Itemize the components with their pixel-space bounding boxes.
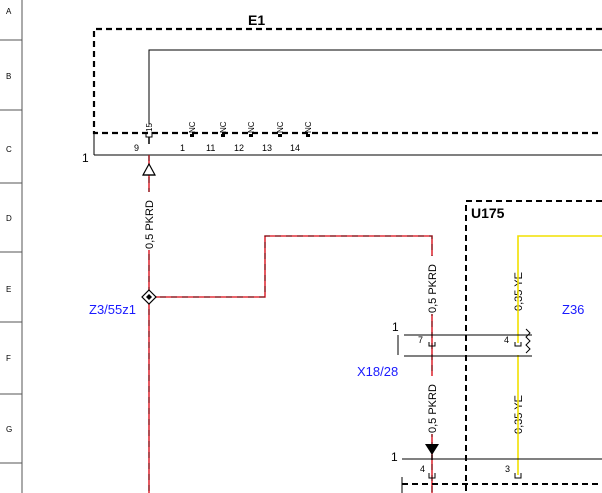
e1-term-nc: NC: [188, 121, 197, 133]
wire-label-pkrd: 0,5 PKRD: [427, 384, 439, 433]
splice-z3-55z1[interactable]: Z3/55z1: [89, 289, 157, 317]
row-label-b: B: [6, 72, 11, 81]
e1-pin-9[interactable]: 15 9: [134, 123, 154, 153]
bottom-connector[interactable]: 1 4 3: [391, 450, 602, 493]
e1-term-nc: NC: [247, 121, 256, 133]
connector-triangle-icon: [141, 162, 157, 176]
e1-connector-side: 1: [82, 151, 89, 165]
e1-connector[interactable]: 1 15 9 NC 1 NC 11 NC 12 NC 13 N: [82, 121, 602, 165]
e1-term-nc: NC: [219, 121, 228, 133]
bottom-pin-left: 4: [420, 464, 425, 474]
wire-label-pkrd: 0,5 PKRD: [144, 200, 156, 249]
e1-pin-14[interactable]: NC 14: [290, 121, 313, 153]
x18-label: X18/28: [357, 364, 398, 379]
x18-pin-left: 7: [418, 335, 423, 345]
wire-labels: 0,5 PKRD 0,5 PKRD 0,5 PKRD 0,35 YE 0,35 …: [142, 192, 525, 435]
e1-term-15: 15: [145, 123, 154, 132]
e1-pin-label: 1: [180, 143, 185, 153]
x18-pin-right: 4: [504, 335, 509, 345]
e1-pin-label: 13: [262, 143, 272, 153]
x18-side-label: 1: [392, 320, 399, 334]
bottom-side-label: 1: [391, 450, 398, 464]
e1-label: E1: [248, 12, 265, 28]
z36-label: Z36: [562, 302, 584, 317]
splice-label: Z3/55z1: [89, 302, 136, 317]
wire-label-ye: 0,35 YE: [513, 395, 525, 434]
e1-term-nc: NC: [304, 121, 313, 133]
ye-wire[interactable]: [517, 235, 602, 475]
row-label-d: D: [6, 214, 12, 223]
e1-term-nc: NC: [276, 121, 285, 133]
e1-component[interactable]: E1: [92, 12, 602, 135]
e1-pin-label: 11: [206, 143, 215, 153]
connector-filled-triangle-icon: [425, 444, 439, 460]
wire-label-pkrd: 0,5 PKRD: [427, 264, 439, 313]
pkrd-wires[interactable]: [148, 155, 433, 493]
u175-label: U175: [471, 205, 505, 221]
e1-pin-13[interactable]: NC 13: [262, 121, 285, 153]
e1-pin-1[interactable]: NC 1: [180, 121, 197, 153]
e1-pin-11[interactable]: NC 11: [206, 121, 228, 153]
bottom-pin-right: 3: [505, 464, 510, 474]
e1-pin-label: 14: [290, 143, 300, 153]
x18-28-connector[interactable]: 1 7 4 X18/28: [357, 320, 532, 379]
row-label-e: E: [6, 285, 11, 294]
e1-pin-12[interactable]: NC 12: [234, 121, 256, 153]
row-label-g: G: [6, 425, 12, 434]
e1-pin-label: 12: [234, 143, 244, 153]
row-label-a: A: [6, 7, 12, 16]
row-label-c: C: [6, 145, 12, 154]
row-label-f: F: [6, 354, 11, 363]
wire-label-ye: 0,35 YE: [513, 272, 525, 311]
u175-component[interactable]: U175: [465, 200, 602, 493]
e1-pin-label: 9: [134, 143, 139, 153]
row-gutter: A B C D E F G: [0, 0, 23, 493]
